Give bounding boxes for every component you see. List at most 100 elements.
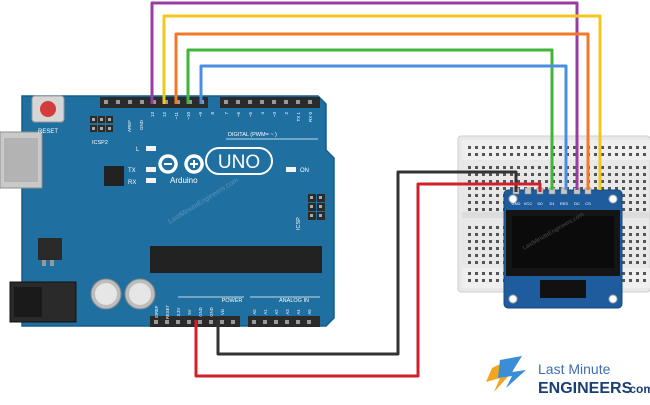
- breadboard-hole: [643, 240, 646, 243]
- breadboard-hole: [643, 247, 646, 250]
- tx-led: [146, 167, 156, 172]
- power-pin-label: 3.3V: [176, 307, 181, 316]
- breadboard-hole: [629, 279, 632, 282]
- breadboard-hole: [559, 153, 562, 156]
- header-hole: [263, 320, 267, 324]
- breadboard-hole: [629, 233, 632, 236]
- breadboard-hole: [489, 279, 492, 282]
- icsp2-pin-hole: [108, 118, 111, 121]
- breadboard-hole: [468, 180, 471, 183]
- power-jack-inner: [14, 287, 42, 317]
- tx-led-label: TX: [128, 168, 136, 174]
- wires: [150, 1, 602, 378]
- breadboard-hole: [622, 208, 625, 211]
- breadboard-hole: [629, 166, 632, 169]
- breadboard-hole: [475, 254, 478, 257]
- reset-button-cap[interactable]: [40, 101, 56, 117]
- breadboard-hole: [594, 146, 597, 149]
- breadboard-hole: [510, 146, 513, 149]
- power-pin-label: Vin: [220, 308, 225, 315]
- breadboard-hole: [643, 279, 646, 282]
- breadboard-hole: [608, 187, 611, 190]
- breadboard-hole: [475, 226, 478, 229]
- power-analog-header-holes: [154, 320, 311, 324]
- header-hole: [176, 320, 180, 324]
- breadboard-hole: [489, 187, 492, 190]
- breadboard-hole: [608, 180, 611, 183]
- arduino-logo-left-ring: [158, 154, 178, 174]
- gnd-pin-label: GND: [139, 119, 144, 130]
- breadboard-hole: [496, 233, 499, 236]
- power-pin-label: IOREF: [154, 305, 159, 318]
- breadboard-hole: [643, 254, 646, 257]
- aref-pin-label: AREF: [127, 120, 132, 132]
- breadboard-hole: [531, 146, 534, 149]
- breadboard-hole: [482, 173, 485, 176]
- breadboard-hole: [482, 279, 485, 282]
- usb-chip: [104, 166, 124, 186]
- breadboard-hole: [496, 261, 499, 264]
- digital-pin-label: 13: [150, 112, 155, 118]
- wire-red-vcc: [194, 182, 542, 378]
- power-pin-label: 5V: [187, 309, 192, 314]
- breadboard-hole: [608, 166, 611, 169]
- header-hole: [128, 100, 132, 104]
- breadboard-hole: [636, 279, 639, 282]
- digital-pin-label: 7: [224, 112, 229, 115]
- breadboard-hole: [573, 166, 576, 169]
- breadboard-rail-top: [462, 140, 650, 160]
- breadboard-hole: [482, 166, 485, 169]
- header-hole: [231, 320, 235, 324]
- breadboard-hole: [615, 173, 618, 176]
- icsp2-pin-hole: [92, 118, 95, 121]
- breadboard-hole: [489, 146, 492, 149]
- breadboard-hole: [538, 166, 541, 169]
- breadboard-hole: [629, 247, 632, 250]
- breadboard-hole: [496, 173, 499, 176]
- breadboard-hole: [468, 272, 471, 275]
- wire-purple-cs: [150, 1, 579, 190]
- header-hole: [154, 320, 158, 324]
- header-hole: [187, 320, 191, 324]
- icsp-header: [308, 194, 325, 220]
- analog-header: [248, 316, 320, 327]
- breadboard-hole: [559, 187, 562, 190]
- breadboard-hole: [594, 180, 597, 183]
- oled-mount-hole-tl: [508, 194, 518, 204]
- breadboard-hole: [531, 173, 534, 176]
- breadboard-hole: [489, 261, 492, 264]
- digital-header-right: [220, 97, 320, 108]
- breadboard-hole: [643, 146, 646, 149]
- breadboard-hole: [503, 187, 506, 190]
- icsp-pin-hole: [310, 214, 313, 217]
- arduino-brand-label: Arduino: [170, 176, 198, 185]
- breadboard-hole: [489, 272, 492, 275]
- breadboard-hole: [475, 194, 478, 197]
- icsp2-pin-hole: [92, 127, 95, 130]
- uno-badge: [205, 147, 273, 175]
- breadboard-hole: [636, 261, 639, 264]
- breadboard-hole: [468, 194, 471, 197]
- breadboard-hole: [629, 194, 632, 197]
- breadboard-hole: [482, 240, 485, 243]
- breadboard-hole: [475, 272, 478, 275]
- breadboard-hole: [559, 166, 562, 169]
- wire-orange-dc: [174, 32, 590, 190]
- breadboard-hole: [643, 187, 646, 190]
- icsp-pin-hole: [319, 214, 322, 217]
- breadboard-hole: [475, 166, 478, 169]
- breadboard-hole: [601, 146, 604, 149]
- header-hole: [188, 100, 192, 104]
- breadboard-hole: [496, 247, 499, 250]
- breadboard-hole: [601, 153, 604, 156]
- breadboard-hole: [622, 254, 625, 257]
- breadboard-hole: [622, 279, 625, 282]
- breadboard-hole: [615, 187, 618, 190]
- breadboard-hole: [468, 226, 471, 229]
- digital-pin-label: 2: [284, 112, 289, 115]
- digital-pin-label: ~9: [198, 112, 203, 118]
- breadboard-hole: [496, 187, 499, 190]
- oled-pin-label: VCC: [524, 201, 533, 206]
